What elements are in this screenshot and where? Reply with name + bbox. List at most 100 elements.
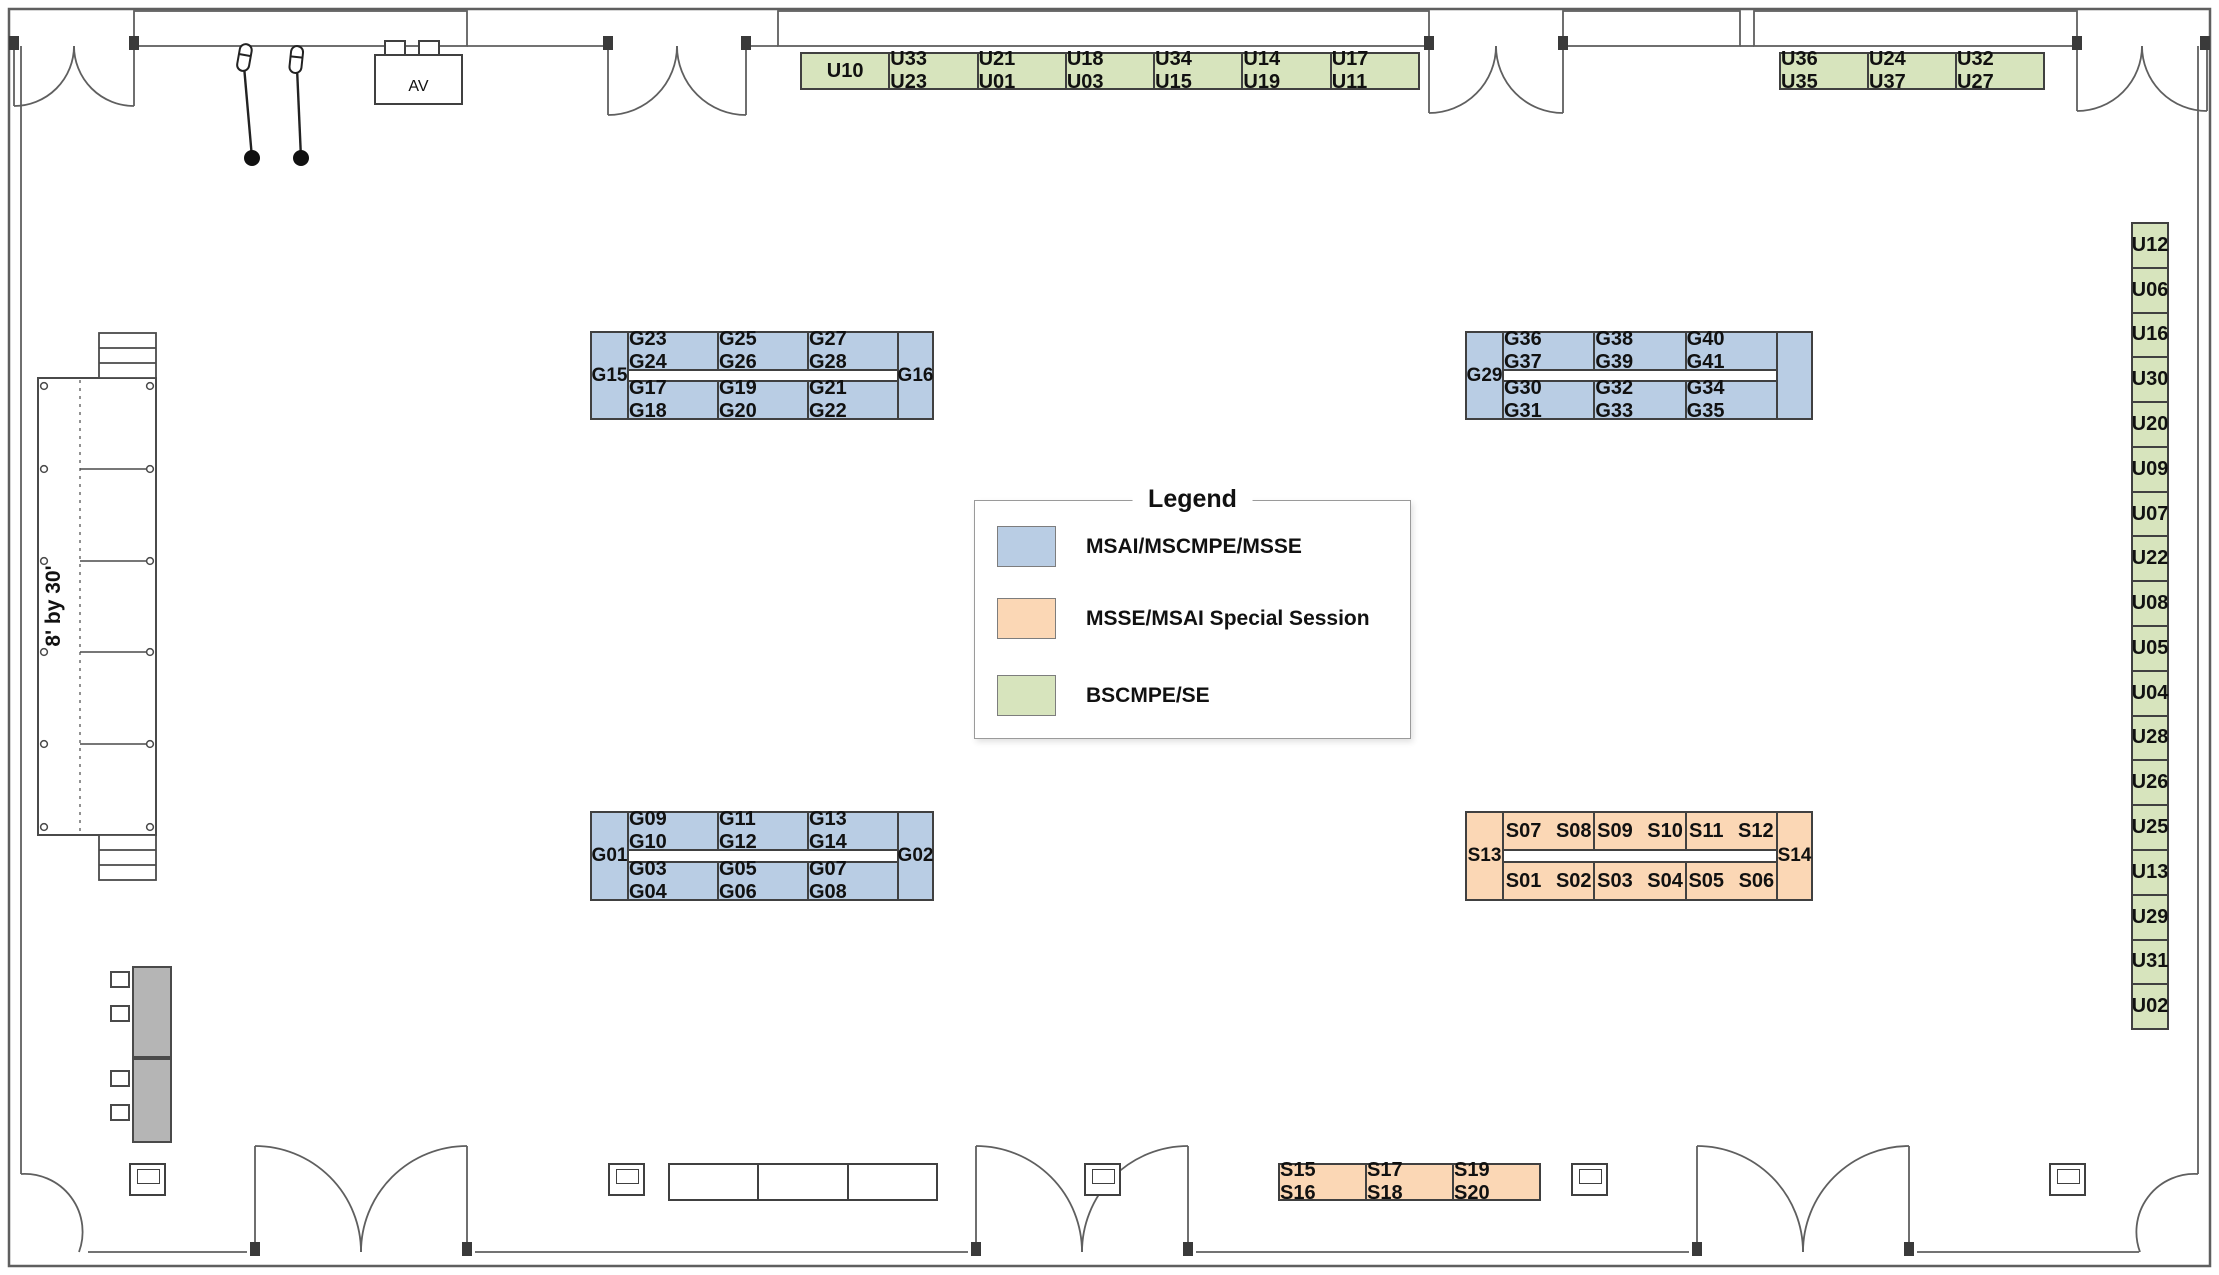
table-end-cap: G01 bbox=[592, 813, 629, 899]
table-end-cap: G16 bbox=[897, 333, 933, 418]
poster-board: U18 U03 bbox=[1066, 48, 1156, 93]
table-group-s13-s14: S13 S07 S08 S09 S10 S11 S12 S01 S02 S03 … bbox=[1465, 811, 1813, 901]
poster-board: U31 bbox=[2132, 940, 2168, 986]
table-segment bbox=[670, 1165, 760, 1199]
waste-bin bbox=[1084, 1163, 1121, 1196]
legend-swatch-blue bbox=[997, 526, 1056, 567]
poster-table: S05 S06 bbox=[1686, 863, 1776, 899]
legend-label: MSAI/MSCMPE/MSSE bbox=[1086, 534, 1302, 558]
poster-table: G13 G14 bbox=[809, 808, 897, 853]
poster-table: G21 G22 bbox=[809, 377, 897, 422]
poster-table: G40 G41 bbox=[1686, 328, 1776, 373]
poster-board: U10 bbox=[802, 54, 891, 88]
poster-board: U34 U15 bbox=[1155, 48, 1244, 93]
waste-bin bbox=[608, 1163, 645, 1196]
poster-board: U32 U27 bbox=[1957, 48, 2043, 93]
poster-table: G19 G20 bbox=[719, 377, 809, 422]
waste-bin bbox=[129, 1163, 166, 1196]
poster-board: U30 bbox=[2132, 358, 2168, 404]
poster-board: U08 bbox=[2132, 582, 2168, 628]
poster-table: G11 G12 bbox=[719, 808, 809, 853]
table-segment bbox=[759, 1165, 849, 1199]
legend-swatch-orange bbox=[997, 598, 1056, 639]
table-group-g29: G29 G36 G37 G38 G39 G40 G41 G30 G31 G32 … bbox=[1465, 328, 1813, 422]
poster-row-bottom: S15 S16 S17 S18 S19 S20 bbox=[1278, 1159, 1541, 1204]
poster-board: U12 bbox=[2132, 224, 2168, 269]
poster-board: U33 U23 bbox=[890, 48, 979, 93]
poster-table: G27 G28 bbox=[809, 328, 897, 373]
table-end-cap: S13 bbox=[1467, 813, 1504, 899]
poster-table: S03 S04 bbox=[1595, 863, 1687, 899]
microphone-icon bbox=[288, 45, 309, 166]
stage: 8' by 30' bbox=[37, 332, 157, 881]
poster-table: G17 G18 bbox=[629, 377, 719, 422]
poster-table: S11 S12 bbox=[1686, 813, 1776, 849]
poster-board: U02 bbox=[2132, 985, 2168, 1029]
poster-table: G25 G26 bbox=[719, 328, 809, 373]
poster-board: S17 S18 bbox=[1367, 1159, 1454, 1204]
equipment-box bbox=[110, 971, 130, 988]
equipment-box bbox=[110, 1070, 130, 1087]
equipment-box bbox=[110, 1005, 130, 1022]
av-table: AV bbox=[374, 54, 463, 105]
poster-board: U29 bbox=[2132, 895, 2168, 941]
poster-board: U17 U11 bbox=[1331, 48, 1418, 93]
legend-item: BSCMPE/SE bbox=[997, 675, 1210, 716]
poster-board: U16 bbox=[2132, 313, 2168, 359]
waste-bin bbox=[2049, 1163, 2086, 1196]
table-group-g15-g16: G15 G23 G24 G25 G26 G27 G28 G17 G18 G19 … bbox=[590, 328, 934, 422]
poster-board: U09 bbox=[2132, 447, 2168, 493]
poster-board: U05 bbox=[2132, 627, 2168, 672]
poster-table: G09 G10 bbox=[629, 808, 719, 853]
equipment-box bbox=[110, 1104, 130, 1121]
bottom-table bbox=[668, 1163, 938, 1201]
legend: Legend MSAI/MSCMPE/MSSE MSSE/MSAI Specia… bbox=[974, 485, 1411, 739]
poster-row-top-right: U36 U35 U24 U37 U32 U27 bbox=[1779, 48, 2045, 93]
poster-board: U07 bbox=[2132, 492, 2168, 538]
equipment-crate bbox=[132, 1058, 172, 1143]
table-group-g01-g02: G01 G09 G10 G11 G12 G13 G14 G03 G04 G05 … bbox=[590, 808, 934, 903]
poster-table: S01 S02 bbox=[1504, 863, 1596, 899]
legend-label: BSCMPE/SE bbox=[1086, 683, 1210, 707]
table-end-cap: G15 bbox=[592, 333, 629, 418]
poster-board: S19 S20 bbox=[1454, 1159, 1539, 1204]
poster-board: U22 bbox=[2132, 537, 2168, 583]
walls bbox=[7, 7, 2212, 1268]
table-end-cap: G29 bbox=[1467, 333, 1504, 418]
waste-bin bbox=[1571, 1163, 1608, 1196]
poster-row-top-left: U10 U33 U23 U21 U01 U18 U03 U34 U15 U14 … bbox=[800, 48, 1420, 93]
legend-item: MSAI/MSCMPE/MSSE bbox=[997, 526, 1302, 567]
poster-table: S07 S08 bbox=[1504, 813, 1596, 849]
poster-table: G30 G31 bbox=[1504, 377, 1596, 422]
table-end-cap: S14 bbox=[1776, 813, 1811, 899]
poster-board: U36 U35 bbox=[1781, 48, 1869, 93]
poster-table: G38 G39 bbox=[1595, 328, 1687, 373]
legend-title: Legend bbox=[1132, 485, 1253, 514]
poster-table: G32 G33 bbox=[1595, 377, 1687, 422]
poster-table: G05 G06 bbox=[719, 858, 809, 903]
poster-table: G36 G37 bbox=[1504, 328, 1596, 373]
poster-board: U14 U19 bbox=[1243, 48, 1332, 93]
poster-board: U06 bbox=[2132, 268, 2168, 314]
poster-table: G23 G24 bbox=[629, 328, 719, 373]
poster-board: U13 bbox=[2132, 850, 2168, 896]
table-segment bbox=[849, 1165, 936, 1199]
door-arcs bbox=[13, 45, 2208, 1253]
poster-table: G03 G04 bbox=[629, 858, 719, 903]
poster-board: U24 U37 bbox=[1869, 48, 1957, 93]
poster-board: U26 bbox=[2132, 761, 2168, 807]
poster-board: S15 S16 bbox=[1280, 1159, 1367, 1204]
poster-board: U28 bbox=[2132, 716, 2168, 762]
table-end-cap: G02 bbox=[897, 813, 933, 899]
poster-board: U04 bbox=[2132, 671, 2168, 717]
microphone-icon bbox=[236, 43, 260, 166]
equipment-crate bbox=[132, 966, 172, 1058]
door-posts bbox=[9, 36, 2210, 1256]
poster-board: U20 bbox=[2132, 403, 2168, 448]
av-equipment bbox=[418, 40, 440, 56]
legend-label: MSSE/MSAI Special Session bbox=[1086, 606, 1370, 630]
av-table-label: AV bbox=[408, 78, 429, 95]
table-end-cap bbox=[1776, 333, 1811, 418]
poster-board: U25 bbox=[2132, 806, 2168, 851]
